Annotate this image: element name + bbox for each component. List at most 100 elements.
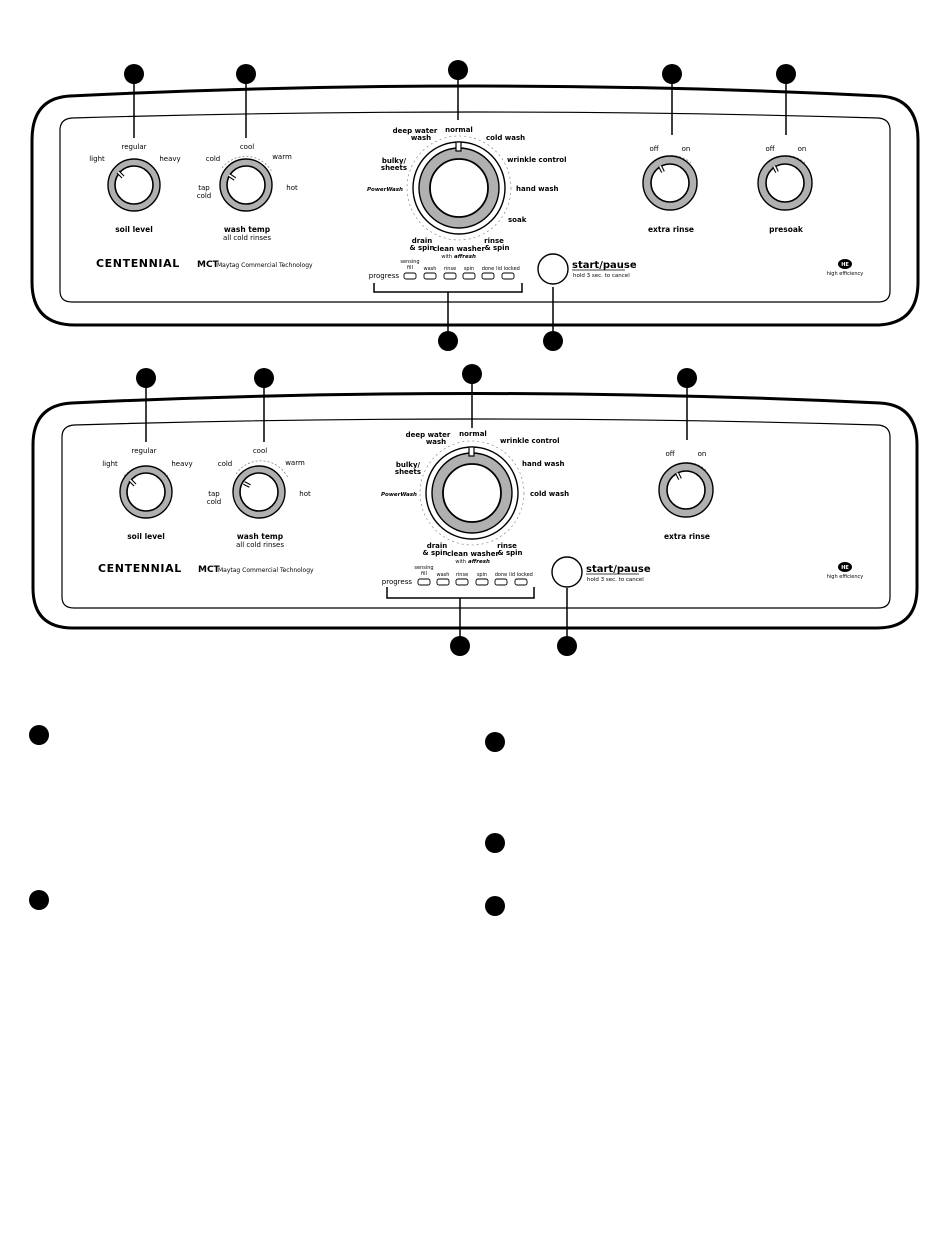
bottom-temp-cool-label: cool <box>253 447 267 455</box>
status-light <box>417 578 431 586</box>
bottom-cycle-rinse: rinse <box>497 542 517 550</box>
bottom-he-logo-text: HE <box>841 565 849 571</box>
top-he-logo-icon <box>838 259 852 269</box>
top-status-done: done <box>482 266 494 272</box>
bottom-temp-tap-label: tap <box>208 490 220 498</box>
legend-bullet <box>485 833 505 853</box>
bottom-extra-rinse-on: on <box>698 450 707 458</box>
bottom-temp-cold-label: cold <box>218 460 233 468</box>
top-brand-logo: CENTENNIAL <box>96 257 180 270</box>
top-soil-regular-label: regular <box>121 143 146 151</box>
top-status-spin: spin <box>464 266 474 272</box>
bottom-panel-inner-outline <box>61 418 891 609</box>
top-wash-temp-subtitle: all cold rinses <box>223 234 271 242</box>
bottom-mct-logo: MCT <box>198 565 221 575</box>
bottom-cycle-wrinkle: wrinkle control <box>500 437 560 445</box>
bottom-cycle-powerwash: PowerWash <box>381 492 417 498</box>
top-cycle-rinse-2: & spin <box>484 244 509 252</box>
bottom-wash-temp-knob[interactable] <box>232 460 289 519</box>
bottom-temp-tap-cold-label: cold <box>207 498 222 506</box>
bottom-progress-label: progress <box>382 578 413 586</box>
callout-bullet <box>124 64 144 84</box>
bottom-soil-regular-label: regular <box>131 447 156 455</box>
callout-bullet <box>677 368 697 388</box>
top-presoak-off: off <box>765 145 774 153</box>
top-presoak-knob[interactable] <box>757 155 813 211</box>
top-cycle-deep-water: deep water <box>393 127 438 135</box>
bottom-soil-light-label: light <box>102 460 118 468</box>
bottom-callouts <box>145 374 688 645</box>
top-extra-rinse-off: off <box>649 145 658 153</box>
top-wash-temp-title: wash temp <box>224 225 271 234</box>
bottom-extra-rinse-knob[interactable] <box>658 462 714 518</box>
top-cycle-drain-2: & spin <box>409 244 434 252</box>
washer-control-panel-diagram: regular light heavy soil level cool cold… <box>30 60 920 656</box>
callout-bullet <box>448 60 468 80</box>
top-wash-temp-knob[interactable] <box>219 156 273 212</box>
bottom-soil-heavy-label: heavy <box>171 460 192 468</box>
callout-bullet <box>450 636 470 656</box>
status-light <box>481 272 495 280</box>
top-soil-level-knob[interactable] <box>107 158 161 212</box>
bottom-mct-subtitle: Maytag Commercial Technology <box>218 567 314 574</box>
callout-bullet <box>136 368 156 388</box>
bottom-panel-outer-outline <box>31 392 919 630</box>
bottom-cycle-bulky-2: sheets <box>395 468 421 476</box>
callout-bullet <box>543 331 563 351</box>
bottom-status-fill: fill <box>421 571 427 577</box>
top-mct-logo: MCT <box>197 260 220 270</box>
bottom-status-done: done <box>495 572 507 578</box>
top-cycle-bulky: bulky/ <box>382 157 407 165</box>
top-status-lights <box>403 272 515 280</box>
bottom-status-lights <box>417 578 528 586</box>
top-he-logo-text: HE <box>841 262 849 268</box>
top-start-pause-label: start/pause <box>572 260 637 271</box>
bottom-cycle-selector-knob[interactable] <box>419 440 525 546</box>
bottom-start-pause-button[interactable] <box>551 556 583 588</box>
bottom-cycle-deep-water-2: wash <box>426 438 446 446</box>
status-light <box>423 272 437 280</box>
bottom-soil-level-knob[interactable] <box>119 465 173 519</box>
top-cycle-clean-with: with <box>441 254 452 260</box>
top-temp-cool-label: cool <box>240 143 254 151</box>
top-cycle-drain: drain <box>412 237 433 245</box>
bottom-temp-hot-label: hot <box>299 490 311 498</box>
top-presoak-title: presoak <box>769 225 804 234</box>
status-light <box>443 272 457 280</box>
bottom-extra-rinse-off: off <box>665 450 674 458</box>
top-cycle-deep-water-2: wash <box>411 134 431 142</box>
top-status-lid: lid locked <box>496 266 520 272</box>
bottom-cycle-bulky: bulky/ <box>396 461 421 469</box>
top-cycle-clean-washer: clean washer <box>433 245 486 253</box>
top-control-panel: regular light heavy soil level cool cold… <box>30 60 920 351</box>
top-extra-rinse-title: extra rinse <box>648 225 694 234</box>
top-start-pause-button[interactable] <box>537 253 569 285</box>
top-temp-cold-label: cold <box>206 155 221 163</box>
callout-bullet <box>462 364 482 384</box>
top-callout-bullets <box>124 60 796 351</box>
bottom-soil-level-title: soil level <box>127 532 165 541</box>
top-status-fill: fill <box>407 265 413 271</box>
top-he-label: high efficiency <box>827 271 864 277</box>
top-cycle-clean-brand: affresh <box>454 254 476 260</box>
bottom-cycle-clean-brand: affresh <box>468 559 490 565</box>
status-light <box>514 578 528 586</box>
top-cycle-powerwash: PowerWash <box>367 187 403 193</box>
top-panel-inner-outline <box>59 111 891 303</box>
status-light <box>501 272 515 280</box>
bottom-cycle-clean-washer: clean washer <box>447 550 500 558</box>
bottom-cycle-hand-wash: hand wash <box>522 460 564 468</box>
top-cycle-selector-knob[interactable] <box>406 135 512 241</box>
top-extra-rinse-knob[interactable] <box>642 155 698 211</box>
bottom-cycle-deep-water: deep water <box>406 431 451 439</box>
top-mct-subtitle: Maytag Commercial Technology <box>217 262 313 269</box>
top-soil-level-title: soil level <box>115 225 153 234</box>
bottom-cycle-drain-2: & spin <box>422 549 447 557</box>
top-soil-light-label: light <box>89 155 105 163</box>
status-light <box>462 272 476 280</box>
callout-bullet <box>557 636 577 656</box>
top-soil-heavy-label: heavy <box>159 155 180 163</box>
callout-bullet <box>438 331 458 351</box>
bottom-wash-temp-subtitle: all cold rinses <box>236 541 284 549</box>
top-progress-label: progress <box>369 272 400 280</box>
